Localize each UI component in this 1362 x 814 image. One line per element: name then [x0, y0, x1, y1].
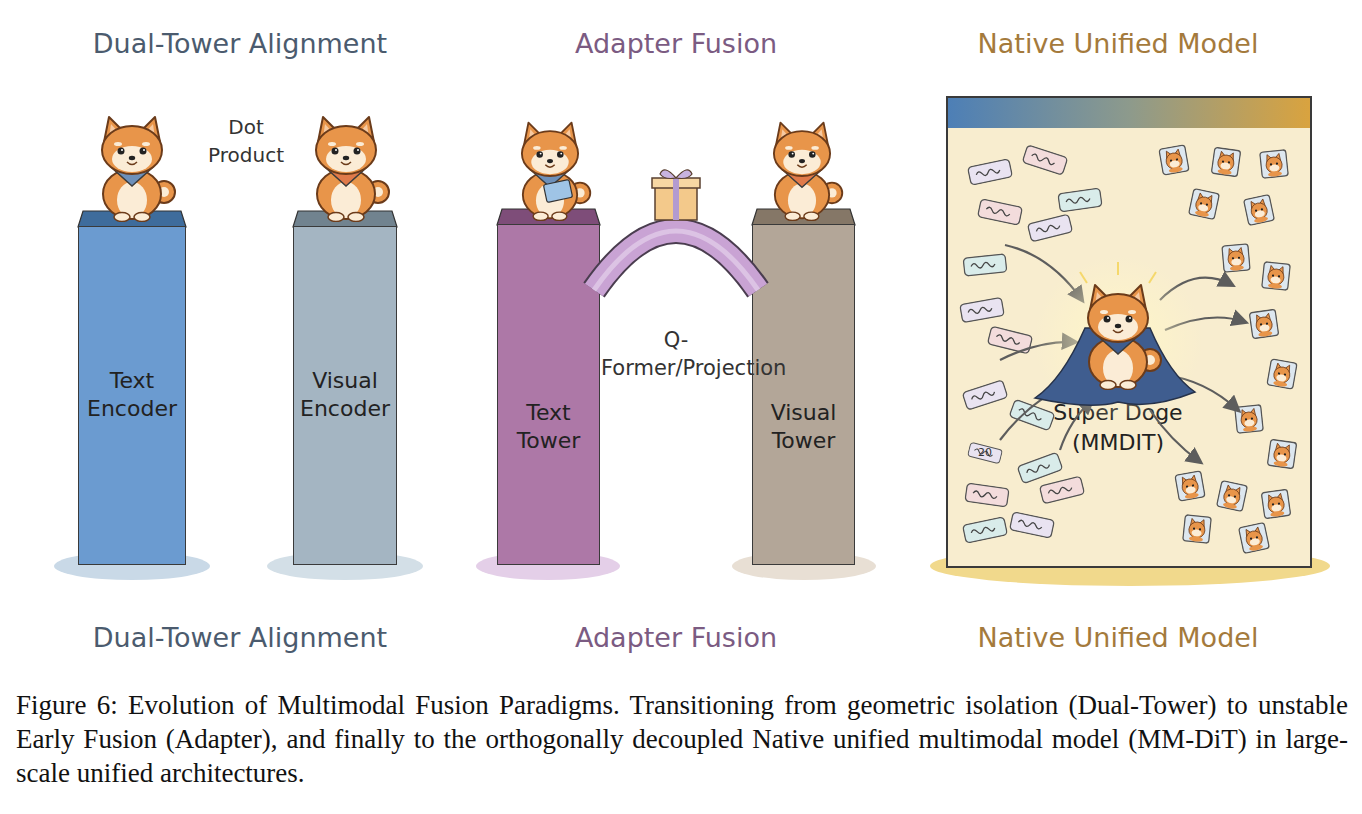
- modality-tower: Visual Tower: [752, 224, 855, 565]
- tower-top: [497, 209, 600, 225]
- encoder-tower: Text Encoder: [78, 226, 186, 565]
- tower-label: Visual Encoder: [298, 367, 392, 423]
- tower-label: Text Tower: [502, 399, 595, 455]
- section-heading: Adapter Fusion: [516, 622, 836, 654]
- section-heading: Native Unified Model: [918, 28, 1318, 60]
- gift-bow: [660, 170, 692, 179]
- bridge-outline: [594, 231, 758, 290]
- encoder-tower: Visual Encoder: [293, 226, 397, 565]
- gift-body: [655, 184, 697, 220]
- tower-top: [752, 209, 855, 225]
- doge-figure: [316, 117, 389, 222]
- gift-ribbon: [673, 178, 679, 220]
- tablet: [543, 179, 572, 202]
- doge-figure: [102, 117, 175, 222]
- bridge-connector: [594, 231, 758, 290]
- tower-top: [78, 211, 186, 227]
- gift-lid: [652, 178, 700, 188]
- modality-tower: Text Tower: [497, 224, 600, 565]
- gift-box: [652, 170, 700, 220]
- section-heading: Native Unified Model: [918, 622, 1318, 654]
- unified-model-panel: Super Doge (MMDIT): [946, 96, 1312, 568]
- bridge-highlight: [594, 231, 758, 290]
- connector-label: Q-Former/Projection: [601, 326, 751, 382]
- model-name: Super Doge (MMDIT): [1038, 398, 1198, 458]
- doge-figure: [774, 123, 842, 221]
- figure-caption: Figure 6: Evolution of Multimodal Fusion…: [16, 688, 1348, 790]
- section-heading: Dual-Tower Alignment: [30, 622, 450, 654]
- tower-top: [293, 211, 397, 227]
- doge-figure: [522, 123, 590, 221]
- bridge-deck: [594, 231, 758, 290]
- section-heading: Dual-Tower Alignment: [30, 28, 450, 60]
- edge-layer: [594, 231, 758, 290]
- tower-label: Text Encoder: [83, 367, 181, 423]
- tower-label: Visual Tower: [757, 399, 850, 455]
- operation-label: Dot Product: [190, 113, 302, 169]
- section-heading: Adapter Fusion: [516, 28, 836, 60]
- token-number: 20: [970, 445, 1000, 461]
